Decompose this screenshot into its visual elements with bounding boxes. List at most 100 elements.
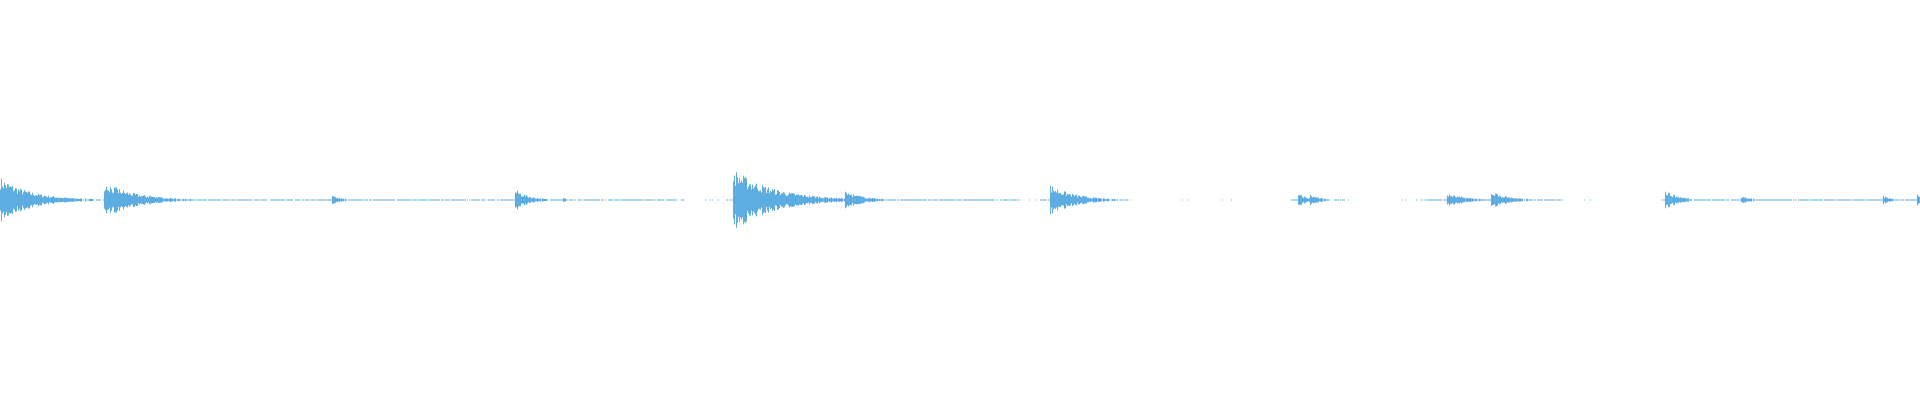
waveform-sample	[23, 192, 24, 208]
waveform-sample	[894, 199, 895, 201]
waveform-sample	[1439, 199, 1440, 201]
waveform-sample	[805, 195, 806, 205]
waveform-sample	[506, 199, 507, 201]
waveform-sample	[1433, 199, 1434, 201]
waveform-sample	[1090, 197, 1091, 203]
waveform-sample	[424, 199, 425, 201]
waveform-sample	[284, 199, 285, 201]
waveform-sample	[46, 196, 47, 204]
waveform-sample	[364, 199, 365, 201]
waveform-sample	[3, 188, 4, 212]
waveform-sample	[181, 199, 182, 201]
waveform-sample	[1514, 198, 1515, 202]
waveform-sample	[843, 199, 844, 201]
waveform-sample	[458, 199, 459, 201]
waveform-sample	[1765, 199, 1766, 201]
waveform-sample	[1508, 197, 1509, 203]
waveform-sample	[921, 199, 922, 201]
waveform-sample	[338, 198, 339, 202]
waveform-sample	[661, 199, 662, 201]
waveform-sample	[1723, 199, 1724, 201]
waveform-sample	[413, 199, 414, 201]
waveform-sample	[1858, 199, 1859, 201]
waveform-sample	[895, 199, 896, 201]
waveform-sample	[1701, 199, 1702, 201]
waveform-sample	[235, 199, 236, 201]
waveform-sample	[1116, 199, 1117, 201]
waveform-sample	[662, 199, 663, 201]
waveform-sample	[224, 199, 225, 201]
waveform-sample	[1857, 199, 1858, 201]
waveform-sample	[215, 199, 216, 201]
waveform-sample	[748, 186, 749, 214]
waveform-sample	[1880, 199, 1881, 201]
waveform-sample	[918, 199, 919, 201]
waveform-sample	[879, 198, 880, 202]
waveform-sample	[341, 198, 342, 202]
waveform-sample	[1787, 199, 1788, 201]
waveform-sample	[965, 199, 966, 201]
waveform-sample	[1105, 199, 1106, 201]
waveform-sample	[350, 199, 351, 201]
waveform-sample	[612, 199, 613, 201]
waveform-sample	[629, 199, 630, 201]
waveform-sample	[1093, 197, 1094, 203]
waveform-sample	[908, 199, 909, 201]
waveform-sample	[178, 198, 179, 202]
waveform-sample	[1468, 198, 1469, 202]
waveform-sample	[151, 196, 152, 204]
waveform-sample	[551, 199, 552, 201]
waveform-sample	[263, 199, 264, 201]
waveform-sample	[244, 199, 245, 201]
waveform-sample	[114, 187, 115, 213]
waveform-sample	[479, 199, 480, 201]
waveform-sample	[407, 199, 408, 201]
waveform-sample	[1315, 197, 1316, 203]
waveform-sample	[1104, 198, 1105, 202]
waveform-sample	[1513, 198, 1514, 202]
waveform-sample	[1057, 189, 1058, 211]
waveform-sample	[354, 199, 355, 201]
waveform-sample	[1705, 199, 1706, 201]
waveform-sample	[8, 184, 9, 216]
waveform-sample	[738, 183, 739, 217]
waveform-sample	[242, 199, 243, 201]
waveform-sample	[502, 199, 503, 201]
waveform-sample	[1872, 199, 1873, 201]
waveform-sample	[1058, 193, 1059, 207]
waveform-sample	[1862, 199, 1863, 201]
waveform-sample	[365, 199, 366, 201]
waveform-sample	[353, 199, 354, 201]
waveform-sample	[329, 199, 330, 201]
waveform-sample	[534, 198, 535, 202]
waveform-sample	[1327, 199, 1328, 201]
waveform-sample	[824, 197, 825, 203]
waveform-sample	[501, 199, 502, 201]
waveform-sample	[1846, 199, 1847, 201]
waveform-sample	[586, 199, 587, 201]
waveform-sample	[844, 198, 845, 202]
waveform-sample	[983, 199, 984, 201]
waveform-sample	[122, 193, 123, 207]
waveform-sample	[1517, 198, 1518, 202]
waveform-sample	[60, 198, 61, 202]
waveform-sample	[255, 199, 256, 201]
waveform-sample	[1121, 199, 1122, 201]
waveform-sample	[475, 199, 476, 201]
waveform-sample	[1849, 199, 1850, 201]
waveform-sample	[735, 185, 736, 215]
waveform-sample	[783, 192, 784, 208]
waveform-sample	[280, 199, 281, 201]
waveform-sample	[474, 199, 475, 201]
waveform-sample	[460, 199, 461, 201]
waveform-sample	[292, 199, 293, 201]
waveform-sample	[520, 193, 521, 207]
waveform-sample	[1757, 199, 1758, 201]
waveform-sample	[1724, 199, 1725, 201]
waveform-sample	[211, 199, 212, 201]
waveform-sample	[547, 199, 548, 201]
waveform-sample	[1891, 198, 1892, 202]
waveform-sample	[883, 199, 884, 201]
waveform-sample	[832, 198, 833, 202]
